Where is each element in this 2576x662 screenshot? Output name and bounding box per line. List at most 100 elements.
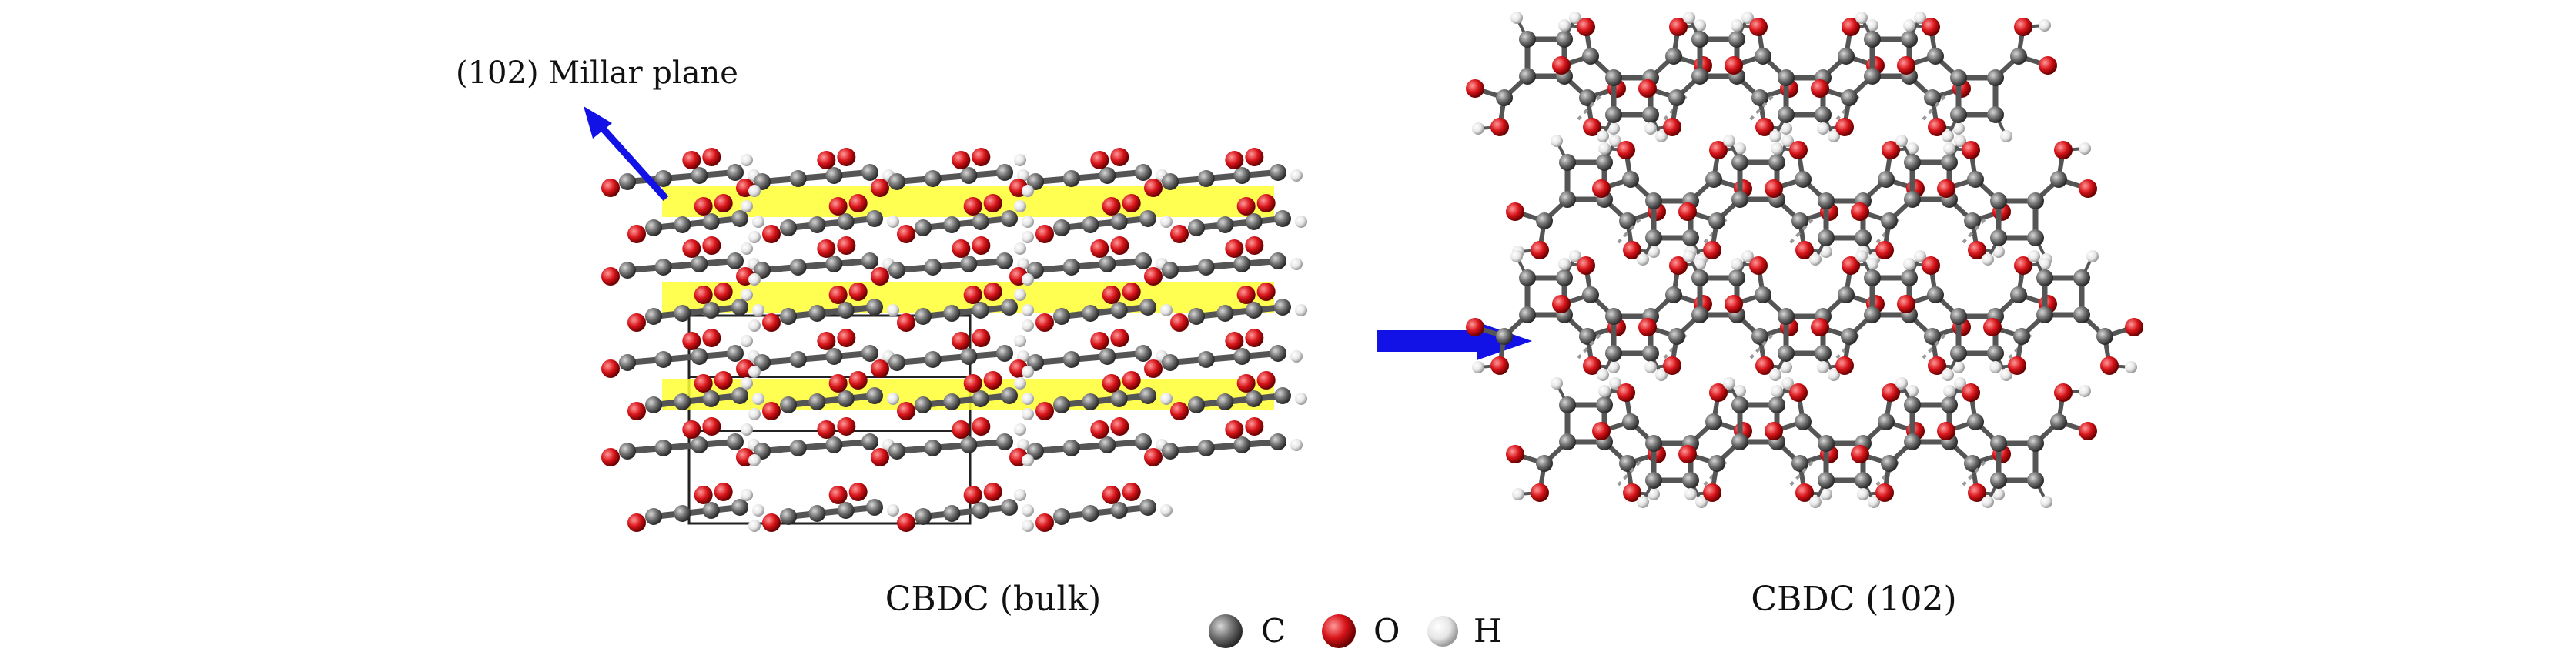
carbon-atom <box>1950 69 1967 86</box>
hydrogen-atom <box>1022 216 1034 228</box>
bulk-caption: CBDC (bulk) <box>885 580 1102 619</box>
hydrogen-atom <box>1598 385 1611 397</box>
cbdc-molecule-side <box>1035 483 1173 532</box>
carbon-atom <box>691 167 708 184</box>
oxygen-atom <box>627 313 646 332</box>
oxygen-atom <box>1928 118 1946 136</box>
bond <box>651 216 743 231</box>
carbon-atom <box>1099 256 1116 272</box>
hydrogen-atom <box>1868 496 1880 508</box>
bond <box>894 169 1008 185</box>
carbon-atom <box>1668 89 1685 106</box>
carbon-atom <box>1708 455 1725 472</box>
carbon-atom <box>888 262 905 279</box>
oxygen-atom <box>1122 283 1141 301</box>
cbdc-molecule <box>1638 250 1798 375</box>
carbon-atom <box>825 348 843 365</box>
oxygen-atom <box>1897 295 1915 313</box>
oxygen-atom <box>848 483 868 501</box>
hydrogen-atom <box>1510 12 1523 24</box>
carbon-atom <box>1645 192 1662 209</box>
carbon-atom <box>1778 308 1795 325</box>
hydrogen-atom <box>887 504 899 517</box>
oxygen-atom <box>952 151 971 169</box>
carbon-atom <box>1642 345 1659 362</box>
carbon-atom <box>1082 393 1099 410</box>
carbon-atom <box>943 216 961 233</box>
carbon-atom <box>1110 302 1128 319</box>
oxygen-atom <box>1811 318 1829 336</box>
carbon-legend-sphere <box>1209 614 1243 648</box>
hydrogen-atom <box>1809 496 1822 508</box>
carbon-atom <box>1579 89 1596 106</box>
carbon-atom <box>702 213 720 230</box>
oxygen-atom <box>1110 236 1129 255</box>
carbon-atom <box>619 262 636 279</box>
cbdc-molecule <box>1552 18 1712 142</box>
carbon-atom <box>960 348 978 365</box>
carbon-atom <box>1062 440 1080 456</box>
hydrogen-atom <box>1817 122 1829 135</box>
oxygen-atom <box>2100 356 2119 375</box>
oxygen-atom <box>871 359 889 378</box>
carbon-atom <box>1795 171 1812 188</box>
carbon-atom <box>1162 443 1179 460</box>
carbon-atom <box>1691 68 1708 85</box>
oxygen-atom <box>1882 383 1900 402</box>
cbdc-molecule-side <box>1009 417 1168 466</box>
carbon-atom <box>1904 433 1921 450</box>
carbon-atom <box>996 345 1013 362</box>
carbon-atom <box>1536 212 1553 229</box>
oxygen-atom <box>1110 417 1129 436</box>
carbon-atom <box>1841 89 1858 106</box>
bond <box>785 504 878 520</box>
oxygen-legend-label: O <box>1373 612 1400 650</box>
oxygen-atom <box>627 225 646 243</box>
hydrogen-atom <box>1022 366 1034 378</box>
oxygen-atom <box>2079 179 2097 198</box>
oxygen-atom <box>2079 422 2097 440</box>
carbon-atom <box>727 164 744 181</box>
cbdc-molecule <box>1506 135 1666 259</box>
bond <box>894 439 1008 454</box>
carbon-atom <box>888 354 905 371</box>
cbdc-molecule <box>1725 256 1885 381</box>
oxygen-atom <box>682 151 701 169</box>
carbon-atom <box>915 396 932 413</box>
carbon-atom <box>1682 472 1699 489</box>
carbon-atom <box>1818 435 1835 452</box>
hydrogen-atom <box>1906 142 1919 155</box>
hydrogen-atom <box>1769 130 1781 142</box>
hydrogen-atom <box>1723 377 1735 390</box>
hydrogen-atom <box>2039 258 2051 270</box>
carbon-atom <box>727 345 744 362</box>
oxygen-atom <box>963 374 982 393</box>
carbon-atom <box>972 502 989 519</box>
hydrogen-atom <box>741 289 753 301</box>
oxygen-atom <box>1842 18 1860 36</box>
carbon-atom <box>1728 269 1745 286</box>
carbon-atom <box>702 502 720 519</box>
hydrogen-atom <box>748 408 761 420</box>
oxygen-atom <box>1090 239 1109 258</box>
carbon-atom <box>1682 229 1699 246</box>
oxygen-atom <box>897 513 915 532</box>
carbon-atom <box>1605 106 1622 123</box>
carbon-atom <box>1941 396 1958 413</box>
hydrogen-atom <box>1607 122 1620 135</box>
oxygen-atom <box>871 267 889 286</box>
carbon-atom <box>1139 387 1156 404</box>
hydrogen-atom <box>1866 19 1878 32</box>
carbon-atom <box>2050 171 2067 188</box>
hydrogen-atom <box>1731 258 1743 270</box>
oxygen-atom <box>1110 329 1129 347</box>
cbdc-molecule <box>1851 377 2011 502</box>
hydrogen-atom <box>1943 385 1955 397</box>
carbon-atom <box>1619 212 1636 229</box>
oxygen-atom <box>1236 374 1256 393</box>
oxygen-atom <box>2014 256 2032 275</box>
carbon-atom <box>924 259 942 276</box>
carbon-atom <box>1818 192 1835 209</box>
carbon-atom <box>1519 306 1536 323</box>
hydrogen-atom <box>2079 385 2091 397</box>
